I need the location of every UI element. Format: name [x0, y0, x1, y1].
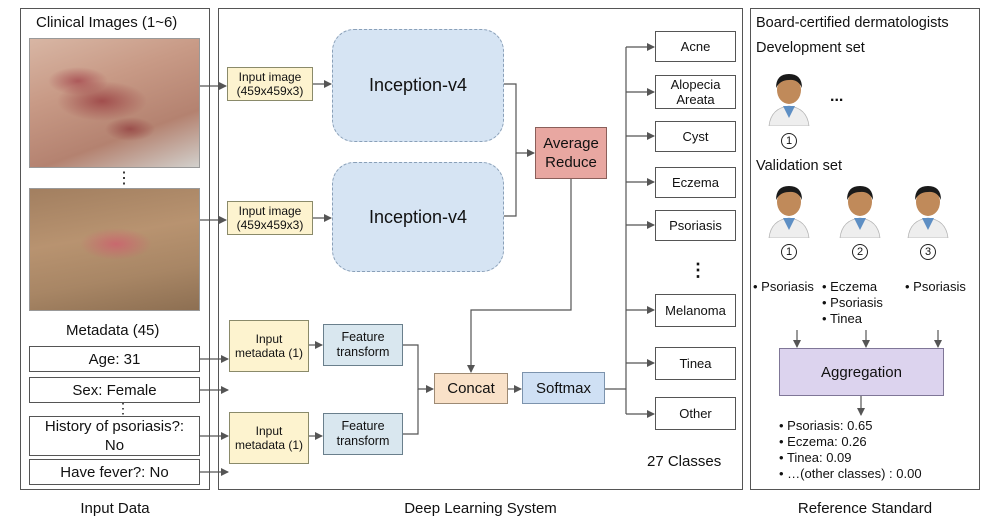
rating-label: Psoriasis: [913, 279, 966, 294]
rating-item: • Psoriasis: [822, 295, 883, 310]
deep-learning-caption: Deep Learning System: [404, 500, 557, 517]
softmax-box: Softmax: [522, 372, 605, 404]
metadata-field-fever: Have fever?: No: [29, 459, 200, 485]
dermatologist-avatar-icon: [838, 178, 882, 239]
input-image-box-2: Input image (459x459x3): [227, 201, 313, 235]
arrow-icon: [504, 83, 535, 157]
clinical-images-title: Clinical Images (1~6): [36, 14, 178, 31]
metadata-field-history: History of psoriasis?: No: [29, 416, 200, 456]
circled-number-icon: 1: [781, 133, 797, 149]
average-reduce-box: Average Reduce: [535, 127, 607, 179]
classes-ellipsis: ⋮: [689, 260, 707, 280]
arrow-icon: [467, 179, 572, 373]
dermatologist-avatar-icon: [767, 66, 811, 127]
class-box-melanoma: Melanoma: [655, 294, 736, 327]
rating-dermatologist-2: • Eczema • Psoriasis • Tinea: [822, 279, 883, 327]
development-ellipsis: ...: [830, 88, 844, 105]
rating-dermatologist-1: • Psoriasis: [753, 279, 814, 294]
rating-item: • Eczema: [822, 279, 878, 294]
input-metadata-box-2: Input metadata (1): [229, 412, 309, 464]
input-metadata-box-1: Input metadata (1): [229, 320, 309, 372]
class-box-alopecia-areata: Alopecia Areata: [655, 75, 736, 109]
dermatologist-avatar-icon: [767, 178, 811, 239]
metadata-field-sex: Sex: Female: [29, 377, 200, 403]
rating-label: Psoriasis: [761, 279, 814, 294]
metadata-title: Metadata (45): [66, 322, 160, 339]
feature-transform-box-1: Feature transform: [323, 324, 403, 366]
reference-standard-caption: Reference Standard: [797, 500, 933, 517]
result-item: • …(other classes) : 0.00: [779, 466, 922, 481]
rating-item: • Tinea: [822, 311, 862, 326]
class-box-acne: Acne: [655, 31, 736, 62]
rating-dermatologist-3: • Psoriasis: [905, 279, 966, 294]
reference-title: Board-certified dermatologists: [756, 15, 949, 31]
input-data-caption: Input Data: [80, 500, 150, 517]
aggregated-results: • Psoriasis: 0.65 • Eczema: 0.26 • Tinea…: [779, 418, 922, 482]
result-item: • Psoriasis: 0.65: [779, 418, 873, 433]
circled-number-icon: 1: [781, 244, 797, 260]
class-box-tinea: Tinea: [655, 347, 736, 380]
metadata-field-age: Age: 31: [29, 346, 200, 372]
input-image-box-1: Input image (459x459x3): [227, 67, 313, 101]
class-box-eczema: Eczema: [655, 167, 736, 198]
circled-number-icon: 2: [852, 244, 868, 260]
arrow-icon: [403, 344, 434, 393]
result-item: • Eczema: 0.26: [779, 434, 867, 449]
dermatologist-avatar-icon: [906, 178, 950, 239]
development-set-label: Development set: [756, 40, 865, 56]
aggregation-box: Aggregation: [779, 348, 944, 396]
metadata-ellipsis: ⋮: [116, 400, 130, 416]
class-box-psoriasis: Psoriasis: [655, 210, 736, 241]
class-box-cyst: Cyst: [655, 121, 736, 152]
result-item: • Tinea: 0.09: [779, 450, 852, 465]
inception-v4-model-2: Inception-v4: [332, 162, 504, 272]
circled-number-icon: 3: [920, 244, 936, 260]
validation-set-label: Validation set: [756, 158, 842, 174]
feature-transform-box-2: Feature transform: [323, 413, 403, 455]
classes-count-label: 27 Classes: [647, 453, 722, 470]
inception-v4-model-1: Inception-v4: [332, 29, 504, 142]
class-box-other: Other: [655, 397, 736, 430]
clinical-image-2: [29, 188, 200, 311]
clinical-image-1: [29, 38, 200, 168]
concat-box: Concat: [434, 373, 508, 404]
images-ellipsis: ⋮: [116, 170, 132, 187]
